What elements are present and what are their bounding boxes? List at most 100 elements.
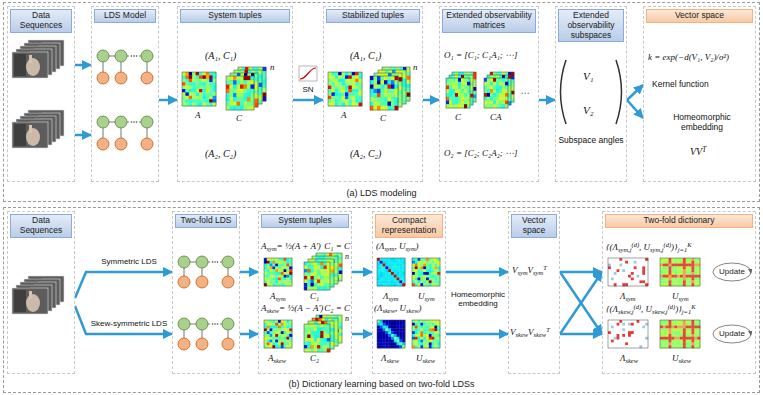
matrix-cell [490, 101, 493, 105]
matrix-cell [199, 96, 203, 100]
hidden-state [97, 50, 109, 62]
matrix-cell [335, 75, 339, 79]
matrix-cell [230, 93, 234, 98]
matrix-cell [395, 93, 399, 98]
matrix-cell [237, 97, 241, 102]
observation [222, 338, 234, 350]
matrix-cell [286, 261, 289, 264]
matrix-cell [240, 102, 244, 107]
matrix-cell [391, 97, 395, 102]
matrix-cell [311, 262, 315, 266]
matrix-cell [264, 258, 267, 261]
observation [97, 138, 109, 150]
matrix-cell [284, 328, 287, 331]
matrix-cell [272, 261, 275, 264]
matrix-cell [399, 82, 403, 87]
matrix-cell [275, 272, 278, 275]
matrix-cell [192, 75, 196, 79]
matrix-cell [317, 262, 321, 266]
matrix-cell [307, 283, 311, 287]
matrix-cell [449, 89, 452, 93]
matrix-cell [264, 334, 267, 337]
matrix-cell [230, 106, 234, 111]
matrix-cell [278, 258, 281, 261]
matrix-cell [185, 79, 189, 83]
matrix-cell [251, 89, 255, 94]
matrix-heatmap [449, 75, 473, 105]
matrix-cell [267, 261, 270, 264]
matrix-cell [189, 75, 193, 79]
matrix-cell [237, 93, 241, 98]
matrix-cell [352, 96, 356, 100]
matrix-cell [335, 92, 339, 96]
matrix-cell [324, 276, 328, 280]
matrix-cell [502, 101, 505, 105]
matrix-cell [348, 96, 352, 100]
matrix-cell [272, 342, 275, 345]
matrix-cell [209, 82, 213, 86]
matrix-cell [202, 72, 206, 76]
matrix-cell [199, 89, 203, 93]
matrix-cell [255, 99, 259, 104]
matrix-cell [446, 78, 449, 82]
matrix-cell [348, 82, 352, 86]
hidden-state [178, 256, 190, 268]
video-frame [12, 52, 48, 78]
matrix-cell [267, 326, 270, 329]
matrix-cell [381, 93, 385, 98]
matrix-cell [314, 262, 318, 266]
matrix-cell [206, 72, 210, 76]
frame-shade [14, 124, 26, 146]
matrix-cell [281, 261, 284, 264]
matrix-cell [185, 86, 189, 90]
frame-background [12, 288, 48, 314]
matrix-cell [192, 82, 196, 86]
matrix-cell [370, 106, 374, 111]
matrix-cell [359, 72, 363, 76]
matrix-cell [320, 345, 324, 349]
matrix-cell [307, 324, 311, 328]
matrix-cell [461, 78, 464, 82]
matrix-cell [251, 76, 255, 81]
matrix-cell [399, 90, 403, 95]
matrix-cell [192, 99, 196, 103]
matrix-cell [384, 102, 388, 107]
matrix-cell [345, 92, 349, 96]
matrix-cell [286, 323, 289, 326]
matrix-cell [237, 106, 241, 111]
hidden-state [141, 50, 153, 62]
matrix-cell [403, 91, 407, 96]
matrix-cell [182, 99, 186, 103]
matrix-cell [202, 79, 206, 83]
matrix-cell [272, 334, 275, 337]
matrix-cell [281, 272, 284, 275]
matrix-cell [377, 89, 381, 94]
matrix-cell [496, 101, 499, 105]
matrix-cell [403, 74, 407, 79]
matrix-cell [284, 269, 287, 272]
matrix-cell [267, 280, 270, 283]
matrix-cell [275, 258, 278, 261]
matrix-cell [209, 99, 213, 103]
finger-shape [29, 291, 32, 299]
matrix-cell [317, 273, 321, 277]
matrix-heatmap [487, 75, 511, 105]
matrix-cell [230, 85, 234, 90]
matrix-cell [213, 79, 217, 83]
matrix-cell [270, 342, 273, 345]
matrix-cell [244, 102, 248, 107]
ellipsis-dot [214, 323, 216, 325]
matrix-cell [206, 89, 210, 93]
matrix-cell [278, 328, 281, 331]
matrix-cell [328, 79, 332, 83]
matrix-cell [487, 101, 490, 105]
matrix-cell [342, 79, 346, 83]
matrix-cell [286, 334, 289, 337]
matrix-cell [490, 97, 493, 101]
matrix-cell [264, 328, 267, 331]
matrix-cell [196, 103, 200, 107]
matrix-cell [284, 342, 287, 345]
matrix-cell [403, 100, 407, 105]
matrix-cell [233, 76, 237, 81]
matrix-cell [304, 335, 308, 339]
